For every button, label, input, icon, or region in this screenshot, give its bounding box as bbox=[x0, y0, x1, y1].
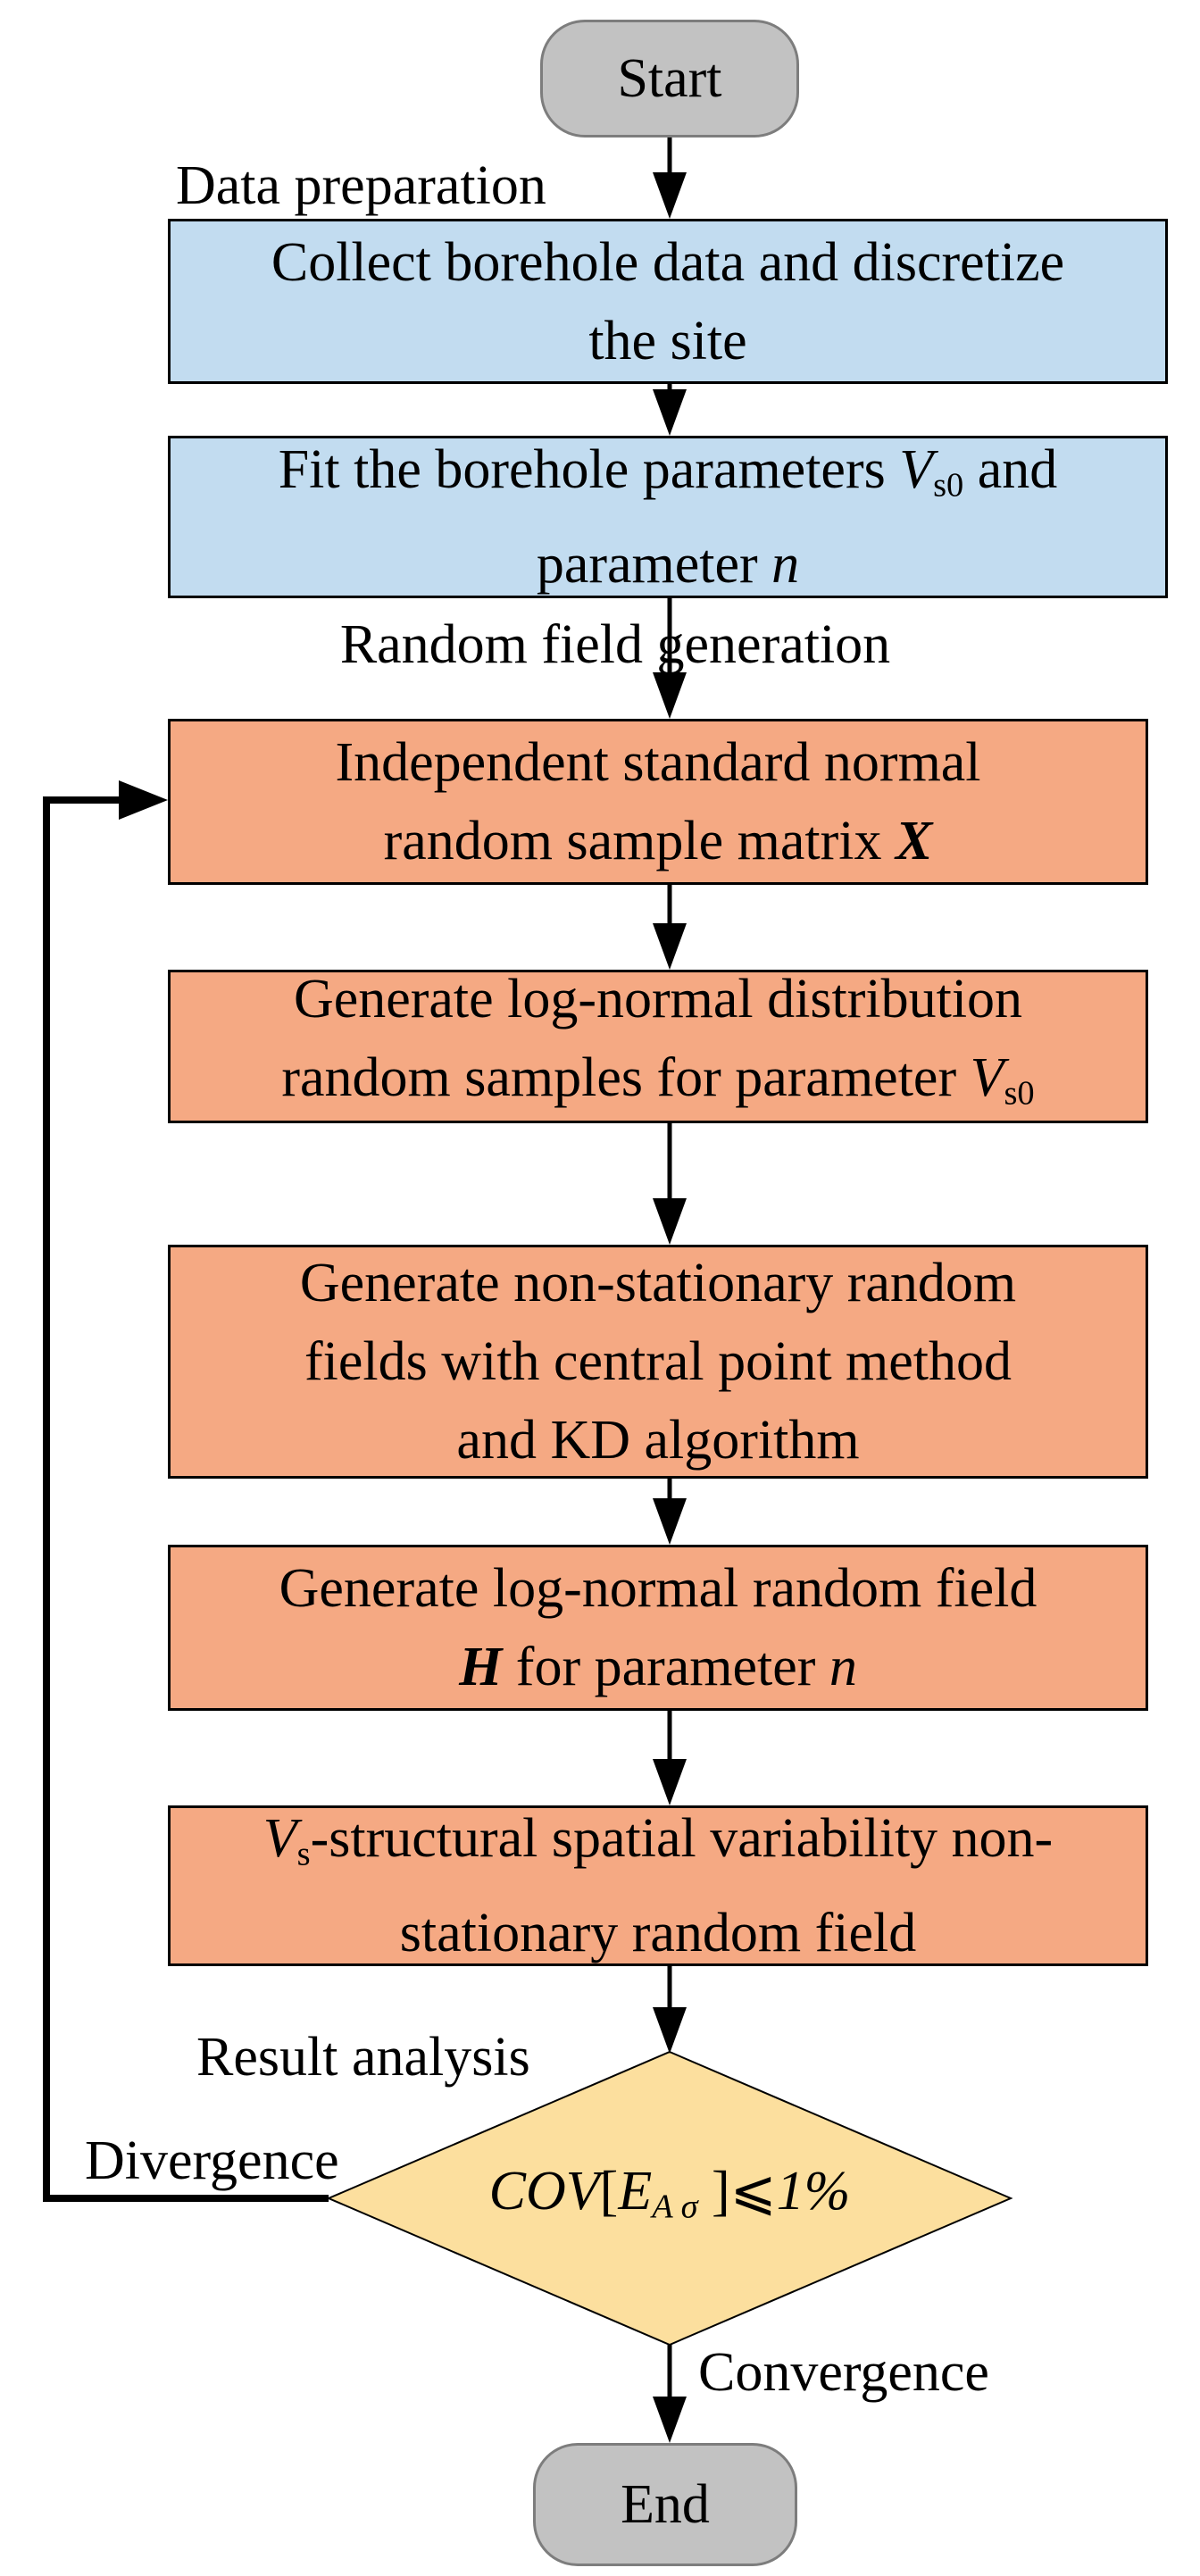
text-segment: E bbox=[618, 2160, 653, 2222]
start-label: Start bbox=[617, 47, 722, 109]
text-line: parameter n bbox=[537, 525, 799, 604]
text-segment: COV bbox=[488, 2160, 600, 2222]
process-collect-borehole-data: Collect borehole data and discretize the … bbox=[168, 219, 1168, 384]
text-line: Generate non-stationary random bbox=[300, 1244, 1016, 1322]
process-lognormal-samples-vs0: Generate log-normal distribution random s… bbox=[168, 969, 1148, 1123]
process-vs-random-field: Vs-structural spatial variability non-st… bbox=[168, 1805, 1148, 1966]
text-segment: V bbox=[262, 1808, 297, 1870]
label-convergence: Convergence bbox=[698, 2342, 989, 2403]
text-segment: s0 bbox=[1004, 1074, 1035, 1113]
text-segment: [ bbox=[599, 2160, 619, 2222]
text-segment: and KD algorithm bbox=[456, 1410, 860, 1471]
text-line: random samples for parameter Vs0 bbox=[281, 1038, 1034, 1133]
text-segment: X bbox=[896, 811, 933, 871]
text-segment: parameter bbox=[536, 533, 772, 595]
text-segment: ] bbox=[697, 2160, 730, 2222]
text-segment: fields with central point method bbox=[304, 1331, 1012, 1392]
text-segment: s0 bbox=[933, 466, 964, 504]
text-segment: s bbox=[296, 1835, 311, 1873]
process-fit-borehole-parameters: Fit the borehole parameters Vs0 and param… bbox=[168, 436, 1168, 598]
text-segment: -structural spatial variability non- bbox=[310, 1808, 1054, 1870]
label-data-preparation: Data preparation bbox=[176, 155, 546, 216]
label-result-analysis: Result analysis bbox=[196, 2027, 530, 2088]
text-segment: Independent standard normal bbox=[335, 732, 981, 793]
arrow-lognormal-vs0-to-nonstationary bbox=[653, 1123, 687, 1245]
text-line: stationary random field bbox=[400, 1894, 917, 1972]
text-segment: H bbox=[459, 1637, 503, 1697]
start-terminal: Start bbox=[540, 20, 799, 138]
text-segment: n bbox=[771, 533, 800, 595]
text-segment: for parameter bbox=[502, 1637, 829, 1697]
text-line: and KD algorithm bbox=[456, 1401, 859, 1480]
arrow-sample-matrix-to-lognormal-vs0 bbox=[653, 885, 687, 970]
text-segment: A σ bbox=[652, 2188, 698, 2226]
text-line: the site bbox=[588, 302, 746, 380]
text-segment: Generate non-stationary random bbox=[299, 1253, 1017, 1313]
text-segment: random sample matrix bbox=[383, 811, 896, 871]
arrow-vs-field-to-decision bbox=[653, 1966, 687, 2054]
text-line: H for parameter n bbox=[459, 1628, 857, 1706]
text-segment: random samples for parameter bbox=[281, 1047, 971, 1109]
text-line: fields with central point method bbox=[304, 1322, 1012, 1401]
text-line: Independent standard normal bbox=[335, 723, 980, 802]
process-nonstationary-fields: Generate non-stationary random fields wit… bbox=[168, 1245, 1148, 1479]
text-segment: and bbox=[963, 439, 1058, 501]
label-divergence: Divergence bbox=[85, 2130, 339, 2191]
text-segment: V bbox=[899, 439, 934, 501]
text-line: Generate log-normal random field bbox=[279, 1549, 1038, 1628]
text-line: Generate log-normal distribution bbox=[294, 960, 1022, 1038]
end-terminal: End bbox=[533, 2443, 797, 2566]
text-line: random sample matrix X bbox=[384, 802, 933, 880]
text-segment: V bbox=[970, 1047, 1004, 1109]
text-segment: ⩽ bbox=[729, 2156, 777, 2222]
feedback-loop-divergence bbox=[43, 780, 329, 2202]
text-segment: the site bbox=[588, 310, 747, 371]
arrow-collect-to-fit bbox=[653, 384, 687, 436]
text-segment: Generate log-normal distribution bbox=[293, 969, 1023, 1030]
text-line: COV[EA σ ]⩽1% bbox=[489, 2155, 851, 2243]
text-segment: 1% bbox=[776, 2160, 851, 2222]
process-random-sample-matrix: Independent standard normal random sample… bbox=[168, 719, 1148, 885]
text-line: Fit the borehole parameters Vs0 and bbox=[279, 430, 1058, 525]
arrow-decision-to-end bbox=[653, 2345, 687, 2443]
text-segment: n bbox=[829, 1637, 857, 1697]
arrow-lognormal-h-to-vs-field bbox=[653, 1711, 687, 1805]
text-line: Vs-structural spatial variability non- bbox=[263, 1799, 1053, 1894]
text-segment: Generate log-normal random field bbox=[279, 1558, 1038, 1619]
arrow-nonstationary-to-lognormal-h bbox=[653, 1479, 687, 1545]
decision-cov-condition: COV[EA σ ]⩽1% bbox=[329, 2052, 1011, 2345]
text-line: Collect borehole data and discretize bbox=[271, 223, 1064, 302]
text-segment: Fit the borehole parameters bbox=[278, 439, 900, 501]
end-label: End bbox=[621, 2473, 710, 2535]
arrow-start-to-collect bbox=[653, 136, 687, 219]
text-segment: stationary random field bbox=[399, 1902, 917, 1963]
arrow-fit-to-sample-matrix bbox=[653, 598, 687, 719]
label-random-field-generation: Random field generation bbox=[339, 614, 891, 675]
text-segment: Collect borehole data and discretize bbox=[271, 231, 1065, 293]
